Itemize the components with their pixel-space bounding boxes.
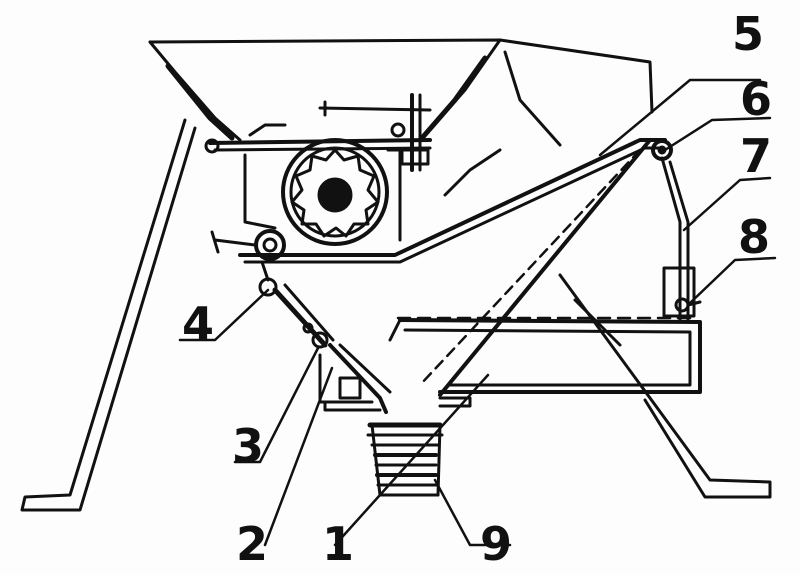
callout-labels: 1 2 3 4 5 6 7 8 9 bbox=[182, 7, 772, 571]
vertical-rod bbox=[660, 156, 690, 324]
callout-1: 1 bbox=[322, 517, 354, 571]
upper-hopper bbox=[148, 38, 654, 147]
leader-line-8 bbox=[688, 256, 777, 305]
left-support-leg bbox=[20, 118, 197, 512]
leader-line-9 bbox=[433, 478, 512, 547]
seed-tray bbox=[388, 316, 702, 394]
leader-line-2 bbox=[263, 366, 334, 547]
leader-line-4 bbox=[178, 288, 270, 342]
eye-bolt bbox=[210, 229, 286, 297]
outlet-hose bbox=[366, 422, 444, 497]
pivot-hinge bbox=[651, 139, 673, 161]
callout-6: 6 bbox=[740, 72, 772, 126]
callout-5: 5 bbox=[732, 7, 764, 61]
agitator-drum bbox=[243, 138, 402, 246]
lever-bracket bbox=[662, 266, 702, 318]
adjusting-link bbox=[272, 283, 335, 349]
callout-8: 8 bbox=[738, 210, 770, 264]
callout-4: 4 bbox=[182, 297, 214, 351]
leader-lines bbox=[178, 78, 777, 547]
callout-2: 2 bbox=[236, 517, 268, 571]
callout-9: 9 bbox=[480, 517, 512, 571]
callout-7: 7 bbox=[740, 129, 772, 183]
leader-line-6 bbox=[663, 116, 772, 152]
leader-line-1 bbox=[333, 373, 490, 547]
leader-line-5 bbox=[598, 78, 762, 157]
lower-bracket bbox=[318, 353, 472, 412]
lower-funnel bbox=[328, 138, 652, 414]
leader-line-3 bbox=[233, 346, 320, 464]
leader-line-7 bbox=[682, 176, 772, 232]
callout-3: 3 bbox=[232, 419, 264, 473]
